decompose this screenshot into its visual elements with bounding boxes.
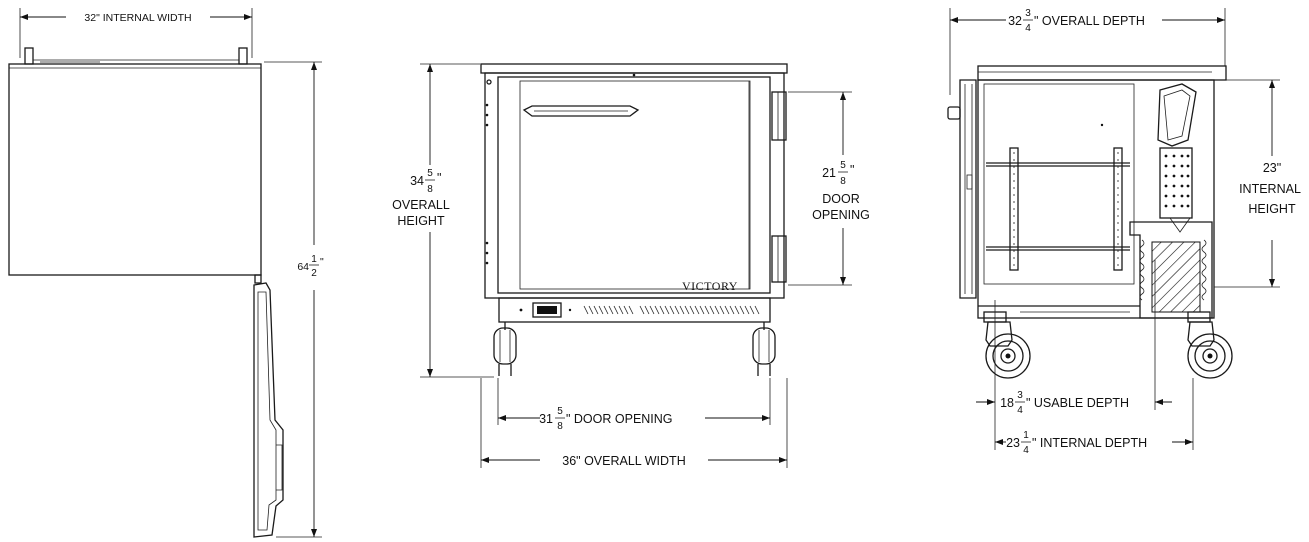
svg-text:18: 18: [1000, 396, 1014, 410]
overall-width-label: 36" OVERALL WIDTH: [562, 454, 685, 468]
evaporator-unit: [1157, 83, 1197, 233]
svg-text:8: 8: [557, 421, 563, 432]
overall-height-label: 34 5 8 " OVERALL HEIGHT: [392, 168, 450, 228]
usable-depth-label: 18 3 4 " USABLE DEPTH: [1000, 390, 1129, 416]
front-view: VICTORY: [392, 63, 870, 468]
svg-text:3: 3: [1025, 8, 1031, 19]
svg-text:INTERNAL: INTERNAL: [1239, 182, 1301, 196]
svg-text:23: 23: [1006, 436, 1020, 450]
svg-text:3: 3: [1017, 390, 1023, 401]
svg-text:": ": [437, 171, 441, 185]
svg-text:OPENING: OPENING: [812, 208, 870, 222]
svg-text:4: 4: [1025, 23, 1031, 34]
svg-text:8: 8: [840, 176, 846, 187]
cabinet-top-outline: [8, 63, 262, 276]
internal-depth-label: 23 1 4 " INTERNAL DEPTH: [1006, 430, 1147, 456]
front-door: [497, 76, 771, 294]
side-caster-left: [985, 321, 1031, 379]
door-width-label: 31 5 8 " DOOR OPENING: [539, 406, 672, 432]
door-height-label: 21 5 8 " DOOR OPENING: [812, 160, 870, 222]
internal-height-label: 23" INTERNAL HEIGHT: [1239, 161, 1301, 216]
svg-text:5: 5: [557, 406, 563, 417]
svg-text:31: 31: [539, 412, 553, 426]
svg-text:8: 8: [427, 184, 433, 195]
door-swing-label: 64 1 2 ": [297, 254, 324, 279]
overall-depth-label: 32 3 4 " OVERALL DEPTH: [1008, 8, 1145, 34]
top-view: 32" INTERNAL WIDTH 64 1 2 ": [8, 8, 324, 538]
door-handle: [522, 105, 640, 117]
svg-text:OVERALL: OVERALL: [392, 198, 450, 212]
compressor: [1151, 241, 1201, 313]
svg-text:23": 23": [1263, 161, 1281, 175]
svg-text:2: 2: [311, 268, 317, 279]
front-caster-right: [752, 322, 776, 376]
svg-text:" OVERALL DEPTH: " OVERALL DEPTH: [1034, 14, 1145, 28]
svg-text:" DOOR OPENING: " DOOR OPENING: [566, 412, 673, 426]
svg-text:4: 4: [1023, 445, 1029, 456]
svg-text:34: 34: [410, 174, 424, 188]
swung-door: [253, 282, 284, 538]
svg-text:HEIGHT: HEIGHT: [1248, 202, 1296, 216]
svg-text:64: 64: [297, 261, 309, 273]
internal-width-label: 32" INTERNAL WIDTH: [84, 12, 191, 24]
cabinet-side: [977, 79, 1215, 319]
svg-text:HEIGHT: HEIGHT: [397, 214, 445, 228]
svg-text:DOOR: DOOR: [822, 192, 860, 206]
side-caster-right: [1187, 321, 1233, 379]
svg-text:5: 5: [427, 168, 433, 179]
brand-logo: VICTORY: [682, 279, 738, 293]
side-view: 32 3 4 " OVERALL DEPTH: [947, 8, 1301, 456]
side-door: [959, 79, 977, 299]
svg-text:": ": [850, 163, 854, 177]
shelf-rails: [986, 147, 1130, 271]
svg-text:4: 4: [1017, 405, 1023, 416]
svg-text:5: 5: [840, 160, 846, 171]
svg-text:1: 1: [1023, 430, 1029, 441]
svg-text:" USABLE DEPTH: " USABLE DEPTH: [1026, 396, 1129, 410]
svg-text:": ": [320, 256, 324, 268]
svg-text:32: 32: [1008, 14, 1022, 28]
svg-text:" INTERNAL DEPTH: " INTERNAL DEPTH: [1032, 436, 1147, 450]
svg-text:21: 21: [822, 166, 836, 180]
control-display: [532, 302, 562, 318]
louver-grille: [583, 305, 760, 315]
front-caster-left: [493, 322, 517, 376]
svg-text:1: 1: [311, 254, 317, 265]
